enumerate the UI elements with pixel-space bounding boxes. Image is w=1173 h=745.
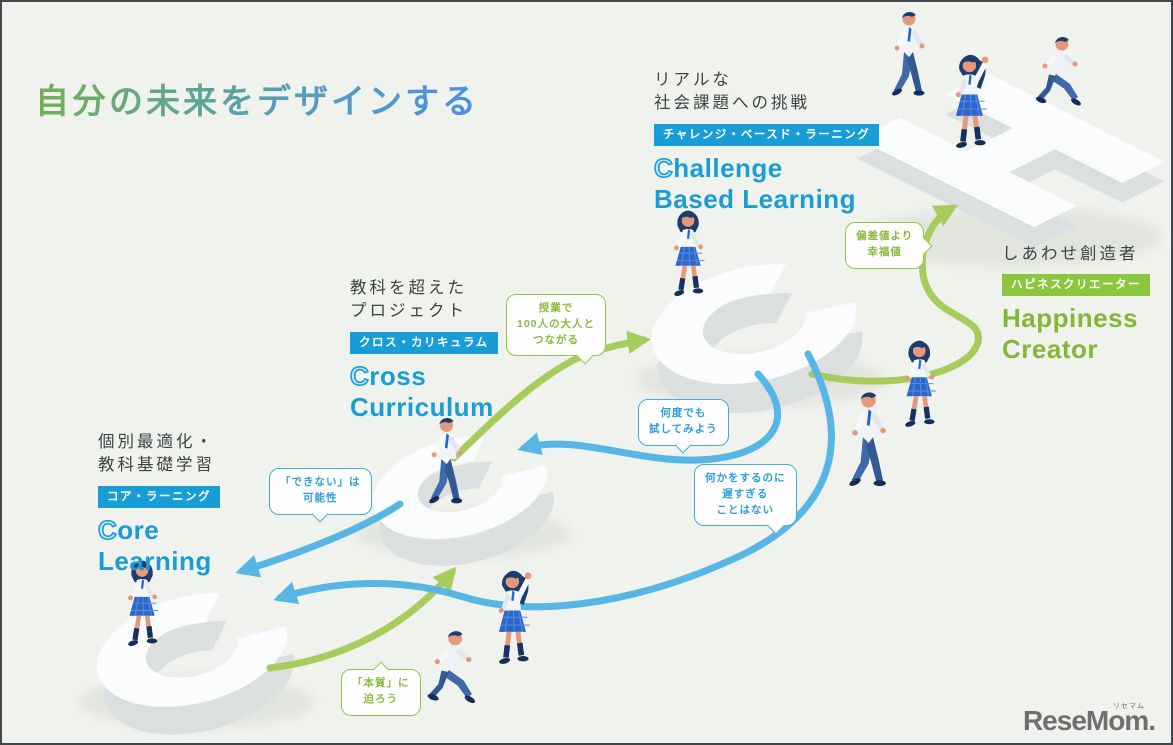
- stage-happiness-jp-title: しあわせ創造者: [1002, 244, 1139, 263]
- bubble-tail: [576, 347, 594, 365]
- bubble-never-late: 何かをするのに 遅すぎる ことはない: [694, 464, 797, 535]
- stage-core-learning: 個別最適化・ 教科基礎学習 コア・ラーニング Core Learning: [97, 430, 220, 576]
- stage-happiness-badge: ハピネスクリエーター: [1002, 274, 1150, 297]
- figure-cheering-girl-bottom: [498, 571, 531, 665]
- stage-challenge-jp-title: リアルな 社会課題への挑戦: [654, 70, 810, 113]
- resemom-logo: リセマム ReseMom.: [1022, 703, 1156, 737]
- stage-core-badge: コア・ラーニング: [98, 485, 220, 508]
- stage-happiness-en-title: Happiness Creator: [1002, 303, 1138, 365]
- stage-challenge-en-title: Challenge Based Learning: [653, 152, 857, 214]
- figure-walking-man-h: [890, 11, 925, 97]
- figure-running-man-h: [1034, 36, 1083, 108]
- bubble-tail: [915, 237, 933, 255]
- stage-cross-jp-title: 教科を超えた プロジェクト: [350, 278, 467, 321]
- logo-ruby-text: リセマム: [1113, 703, 1145, 710]
- stage-cross-en-title: Cross Curriculum: [349, 360, 494, 422]
- stage-happiness-creator: しあわせ創造者 ハピネスクリエーター Happiness Creator: [1002, 242, 1150, 365]
- stage-core-en-title: Core Learning: [97, 514, 212, 576]
- bubble-dekinai: 「できない」は 可能性: [269, 468, 372, 523]
- figure-walking-girl-challenge: [673, 211, 704, 297]
- platform-cross-c: [356, 434, 572, 566]
- stage-cross-curriculum: 教科を超えた プロジェクト クロス・カリキュラム Cross Curriculu…: [349, 276, 498, 422]
- bubble-tail: [674, 436, 692, 454]
- figure-walking-man-cross: [427, 418, 463, 505]
- bubble-hensachi: 偏差値より 幸福値: [845, 222, 933, 269]
- figure-walking-man-right: [848, 392, 886, 488]
- bubble-tail: [767, 517, 784, 535]
- bubble-tail: [311, 505, 329, 523]
- page-title: 自分の未来をデザインする: [35, 74, 479, 123]
- logo-text: ReseMom.: [1022, 705, 1156, 736]
- platform-core-c: [79, 593, 315, 735]
- bubble-tail: [372, 661, 390, 678]
- bubble-retry: 何度でも 試してみよう: [638, 399, 729, 454]
- stage-core-jp-title: 個別最適化・ 教科基礎学習: [98, 432, 215, 475]
- figure-cheering-girl-h: [955, 55, 988, 149]
- stage-challenge-based-learning: リアルな 社会課題への挑戦 チャレンジ・ベースド・ラーニング Challenge…: [653, 68, 880, 214]
- figure-running-man-bottom: [426, 631, 477, 705]
- bubble-adults: 授業で 100人の大人と つながる: [506, 294, 607, 365]
- stage-cross-badge: クロス・カリキュラム: [350, 331, 498, 354]
- bubble-honshitsu: 「本質」に 迫ろう: [341, 661, 421, 716]
- arrow-core-to-cross: [266, 566, 457, 672]
- figure-walking-girl-right: [904, 341, 935, 428]
- stage-challenge-badge: チャレンジ・ベースド・ラーニング: [654, 123, 880, 146]
- platform-challenge-c: [635, 264, 885, 414]
